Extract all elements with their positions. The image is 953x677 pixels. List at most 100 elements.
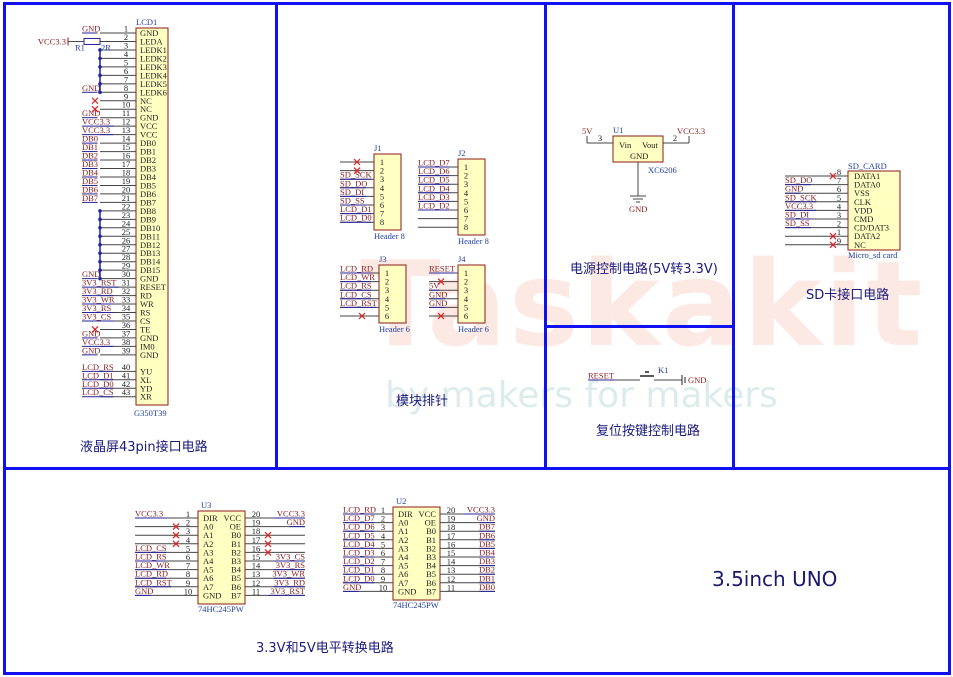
pin-name: RESET xyxy=(140,282,167,292)
net-label: DB7 xyxy=(479,522,495,532)
pin-name: DB1 xyxy=(140,147,156,157)
junction-dot xyxy=(98,56,102,61)
net-label: GND xyxy=(82,83,100,93)
pin-number: 38 xyxy=(122,337,131,347)
net-label: DB3 xyxy=(82,159,98,169)
net-label: LCD_D5 xyxy=(343,530,375,540)
pin-number: 18 xyxy=(122,167,131,177)
net-label: LCD_RS xyxy=(340,281,372,291)
junction-dot xyxy=(98,242,102,247)
pin-number: 3 xyxy=(464,179,468,189)
pin-name: VCC xyxy=(419,509,437,519)
pin-number: 6 xyxy=(124,66,128,76)
section-title-reset: 复位按键控制电路 xyxy=(596,424,701,439)
pin-name: LEDK6 xyxy=(140,87,167,97)
pin-number: 13 xyxy=(122,125,131,135)
buffer-body xyxy=(392,506,441,601)
junction-dot xyxy=(98,65,102,69)
pin-number: 2 xyxy=(464,277,468,287)
pin-name: IM0 xyxy=(140,341,155,351)
pin-number: 24 xyxy=(122,218,131,228)
pin-number: 1 xyxy=(381,505,385,515)
buffer-ref: U3 xyxy=(201,500,211,510)
pin-number: 36 xyxy=(122,320,131,330)
resistor-pin: 2R xyxy=(101,42,111,52)
pin-number: 4 xyxy=(380,183,385,193)
net-label: SD_DI xyxy=(785,210,809,220)
pin-number: 18 xyxy=(252,526,261,536)
buffer-part: 74HC245PW xyxy=(393,600,439,610)
pin-number: 15 xyxy=(252,552,261,562)
net-label: DB6 xyxy=(82,184,98,194)
section-title-sd: SD卡接口电路 xyxy=(806,288,890,303)
pin-number: 14 xyxy=(122,134,131,144)
pin-number: 17 xyxy=(447,531,456,541)
pin-number: 3 xyxy=(464,285,468,295)
pin-name: A4 xyxy=(203,556,214,566)
pin-number: 39 xyxy=(122,345,131,355)
pin-number: 1 xyxy=(464,162,468,172)
pin-name: CMD xyxy=(854,214,873,224)
net-label: LCD_D1 xyxy=(340,204,372,214)
pin-name: A1 xyxy=(398,526,408,536)
pin-name: DB5 xyxy=(140,180,156,190)
net-label: 3V3_RST xyxy=(82,278,117,288)
pin-name: B4 xyxy=(231,565,242,575)
pin-number: 35 xyxy=(122,311,131,321)
pin-number: 23 xyxy=(122,210,131,220)
net-label: SD_DO xyxy=(785,175,812,185)
pin-name: RD xyxy=(140,291,152,301)
header-body xyxy=(373,153,402,231)
pin-number: 11 xyxy=(252,586,260,596)
net-label: LCD_D6 xyxy=(343,522,375,532)
no-connect-icon xyxy=(829,172,837,180)
pin-number: 7 xyxy=(464,214,468,224)
pin-number: 30 xyxy=(122,269,131,279)
pin-name: DATA1 xyxy=(854,171,880,181)
pin-number: 7 xyxy=(380,209,384,219)
net-label: LCD_D7 xyxy=(418,158,450,168)
net-label: RESET xyxy=(429,264,456,274)
pin-number: 4 xyxy=(837,201,842,211)
pin-name: B3 xyxy=(426,552,436,562)
net-label: GND xyxy=(429,298,447,308)
pin-name: VDD xyxy=(854,205,872,215)
pin-name: B7 xyxy=(231,590,241,600)
pin-number: 4 xyxy=(464,294,469,304)
pin-name: VSS xyxy=(854,188,870,198)
net-label: VCC3.3 xyxy=(135,509,163,519)
net-label: SD_SCK xyxy=(785,192,818,202)
pin-name: A6 xyxy=(398,569,408,579)
pin-name: DB11 xyxy=(140,231,160,241)
pin-name: DB7 xyxy=(140,197,156,207)
pin-name: A6 xyxy=(203,573,213,583)
net-label: GND xyxy=(429,289,447,299)
pin-number: 7 xyxy=(381,557,385,567)
panel-level-shift xyxy=(3,467,951,675)
no-connect-icon xyxy=(172,531,180,539)
pin-number: 11 xyxy=(122,108,130,118)
pin-number: 29 xyxy=(122,261,131,271)
regulator-part: XC6206 xyxy=(648,165,677,175)
net-label: VCC3.3 xyxy=(82,117,110,127)
pin-number: 40 xyxy=(122,362,131,372)
net-label: VCC3.3 xyxy=(82,337,110,347)
pin-number: 2 xyxy=(837,219,841,229)
net-label: 3V3_CS xyxy=(276,552,306,562)
net-label: DB2 xyxy=(479,565,495,575)
pin-number: 20 xyxy=(252,509,261,519)
pin-number: 17 xyxy=(252,535,261,545)
pin-name: OE xyxy=(425,518,436,528)
pin-name: NC xyxy=(854,240,866,250)
pin-number: 1 xyxy=(186,509,190,519)
net-label: LCD_RD xyxy=(135,569,168,579)
junction-dot xyxy=(98,226,102,230)
no-connect-icon xyxy=(91,97,99,105)
pin-number: 14 xyxy=(447,557,456,567)
pin-name: CS xyxy=(140,316,151,326)
pin-number: 12 xyxy=(252,578,261,588)
pin-name: GND xyxy=(203,590,221,600)
net-label: LCD_D6 xyxy=(418,166,450,176)
pin-number: 7 xyxy=(837,176,841,186)
